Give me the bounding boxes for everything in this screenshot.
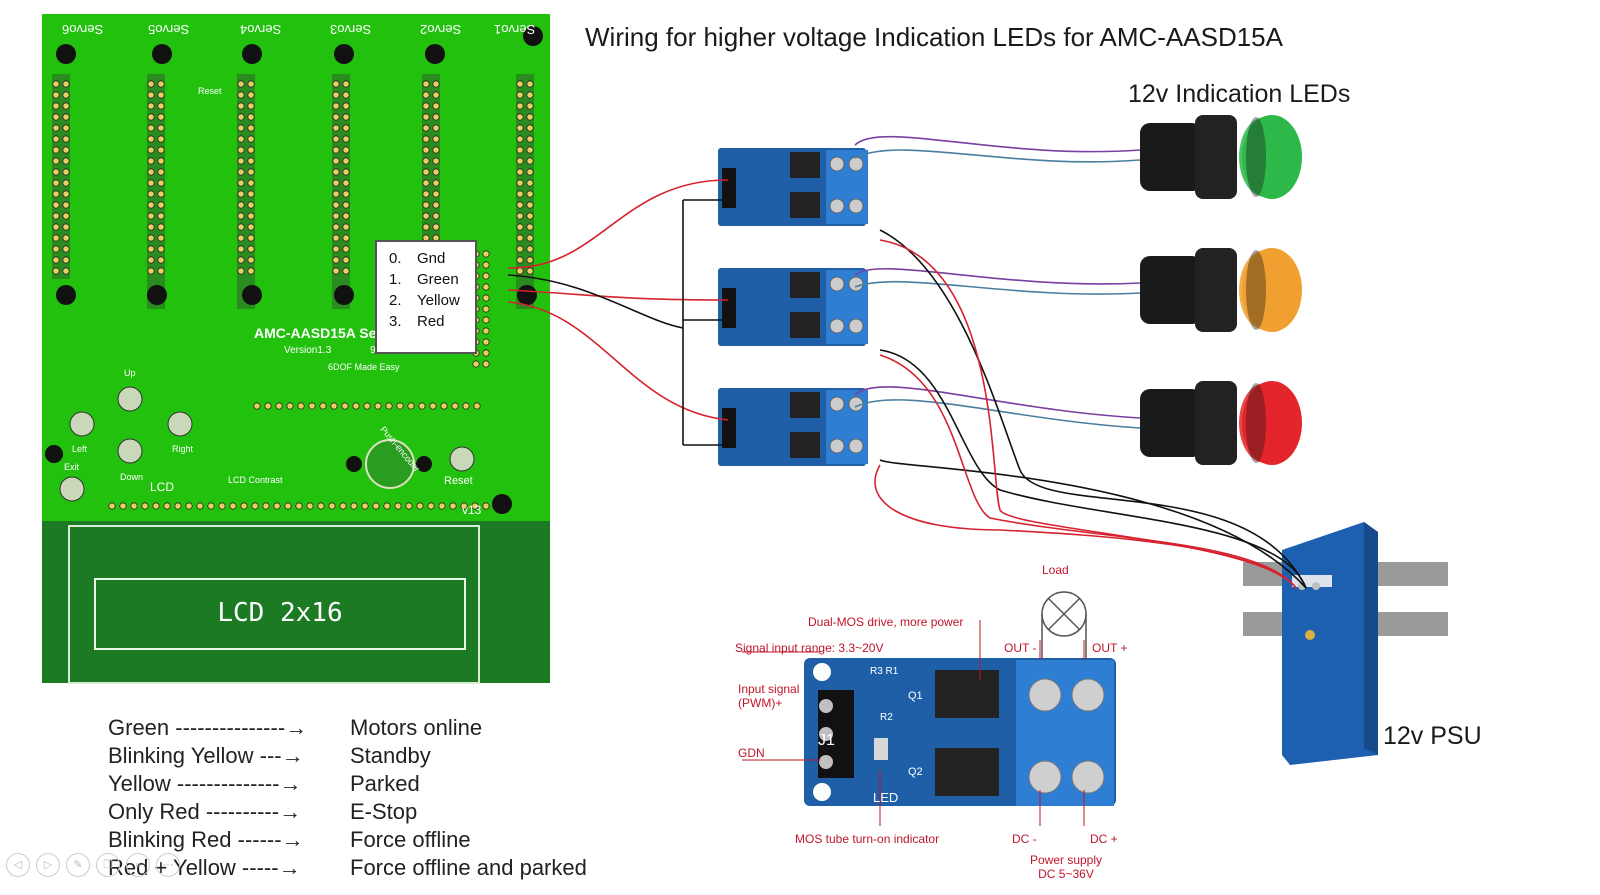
annotation-gdn: GDN <box>738 746 765 760</box>
annotation-input-signal: Input signal (PWM)+ <box>738 682 800 710</box>
module-q2: Q2 <box>908 766 923 778</box>
pcb-board-name: AMC-AASD15A Se <box>254 325 377 341</box>
annotation-power-range: DC 5~36V <box>1038 867 1094 881</box>
pin-map-row: 1. Green <box>389 269 475 290</box>
indicator-led <box>1140 248 1302 332</box>
pin-number: 3. <box>389 313 402 330</box>
more-icon[interactable]: ⋯ <box>156 853 180 877</box>
play-icon[interactable]: ▷ <box>36 853 60 877</box>
pcb-revision: v13 <box>462 503 482 517</box>
viewer-toolbar: ◁ ▷ ✎ ❐ ⌕ ⋯ <box>6 853 180 877</box>
module-led: LED <box>873 790 899 805</box>
pin-map-row: 0. Gnd <box>389 248 475 269</box>
legend-signal: Blinking Yellow ---→ <box>108 743 304 768</box>
pin-number: 1. <box>389 271 402 288</box>
annotation-dc-minus: DC - <box>1012 832 1037 846</box>
led-heading: 12v Indication LEDs <box>1128 80 1351 108</box>
module-r3r1: R3 R1 <box>870 666 899 677</box>
pin-label: Green <box>417 271 459 288</box>
pcb-exit: Exit <box>64 462 80 472</box>
legend-meaning: Parked <box>350 771 420 796</box>
legend-meaning: Force offline and parked <box>350 855 587 880</box>
pcb-lcd-header: LCD <box>150 480 175 494</box>
legend-meaning: Motors online <box>350 715 483 740</box>
pcb-up: Up <box>124 368 136 378</box>
annotation-signal-range: Signal input range: 3.3~20V <box>735 641 884 655</box>
pin-number: 2. <box>389 292 402 309</box>
pcb-reset-bottom: Reset <box>444 475 473 487</box>
mosfet-module <box>718 268 868 346</box>
pin-number: 0. <box>389 250 402 267</box>
annotation-dual-mos: Dual-MOS drive, more power <box>808 615 964 629</box>
pin-map-row: 2. Yellow <box>389 290 475 311</box>
pcb-left: Left <box>72 444 88 454</box>
mosfet-module <box>718 148 868 226</box>
indicator-led <box>1140 381 1302 465</box>
pin-label: Red <box>417 313 445 330</box>
pin-map-row: 3. Red <box>389 311 475 332</box>
pin-map-box: 0. Gnd 1. Green 2. Yellow 3. Red <box>375 240 477 354</box>
pcb-reset-top: Reset <box>198 86 222 96</box>
pin-label: Gnd <box>417 250 446 267</box>
annotation-dc-plus: DC + <box>1090 832 1118 846</box>
pcb-version: Version1.3 <box>284 345 332 356</box>
legend-signal: Yellow --------------→ <box>108 771 302 796</box>
legend-meaning: E-Stop <box>350 799 418 824</box>
mosfet-module <box>718 388 868 466</box>
lcd-outline: LCD 2x16 <box>94 578 466 650</box>
module-q1: Q1 <box>908 690 923 702</box>
pcb-down: Down <box>120 472 144 482</box>
legend-signal: Blinking Red ------→ <box>108 827 304 852</box>
annotation-load: Load <box>1042 563 1069 577</box>
pcb-made-easy: 6DOF Made Easy <box>328 362 400 372</box>
pcb-pads <box>52 80 534 510</box>
annotation-mos-indicator: MOS tube turn-on indicator <box>795 832 940 846</box>
module-r2: R2 <box>880 712 893 723</box>
pcb-right: Right <box>172 444 194 454</box>
zoom-icon[interactable]: ⌕ <box>126 853 150 877</box>
module-detail <box>742 591 1116 826</box>
diagram-title: Wiring for higher voltage Indication LED… <box>585 22 1283 52</box>
pin-label: Yellow <box>417 292 460 309</box>
annotation-out-minus: OUT - <box>1004 641 1037 655</box>
legend-meaning: Force offline <box>350 827 471 852</box>
annotation-power-supply: Power supply <box>1029 853 1103 867</box>
lcd-label: LCD 2x16 <box>217 598 343 628</box>
legend-signal: Only Red ----------→ <box>108 799 302 824</box>
indicator-led <box>1140 115 1302 199</box>
legend-signal: Green ---------------→ <box>108 715 308 740</box>
legend-meaning: Standby <box>350 743 431 768</box>
module-j1: J1 <box>818 732 835 749</box>
psu-heading: 12v PSU <box>1383 722 1482 750</box>
copy-icon[interactable]: ❐ <box>96 853 120 877</box>
pcb-lcd-contrast: LCD Contrast <box>228 475 283 485</box>
back-icon[interactable]: ◁ <box>6 853 30 877</box>
annotation-out-plus: OUT + <box>1092 641 1128 655</box>
pen-icon[interactable]: ✎ <box>66 853 90 877</box>
